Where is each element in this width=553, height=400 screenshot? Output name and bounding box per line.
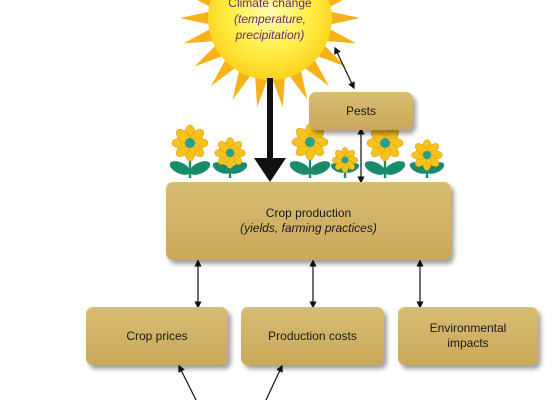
crop-production-box: Crop production (yields, farming practic… [166, 182, 451, 260]
leaf-icon [169, 161, 191, 175]
leaf-icon [289, 161, 311, 175]
sun-ray [180, 11, 213, 25]
sun-ray [327, 11, 360, 25]
flower-icon [364, 124, 406, 178]
crop-prices-box: Crop prices [86, 307, 228, 365]
production-costs-label: Production costs [268, 328, 357, 343]
crop-prices-label: Crop prices [126, 328, 188, 343]
sun-ray [323, 27, 357, 44]
sun-ray [183, 27, 217, 44]
sun-ray [271, 74, 286, 108]
leaf-icon [229, 162, 248, 174]
sun-pests-arrow [334, 46, 355, 90]
leaf-icon [189, 161, 211, 175]
production-costs-box: Production costs [241, 307, 384, 365]
leaf-icon [212, 162, 231, 174]
climate-change-subtitle-line1: (temperature, [233, 12, 307, 26]
pests-box: Pests [309, 92, 413, 130]
climate-change-subtitle-line2: precipitation) [235, 28, 305, 42]
sun-ray [254, 74, 269, 108]
climate-change-title: Climate change [228, 0, 312, 10]
production-costs-down-arrow [265, 364, 283, 400]
climate-change-label: Climate change (temperature, precipitati… [205, 0, 335, 43]
flower-icon [409, 139, 445, 178]
flower-icon [330, 147, 360, 178]
sun-to-crop-arrow [254, 78, 286, 182]
sun-icon [180, 0, 360, 108]
flower-icon [169, 124, 211, 178]
crop-production-title: Crop production [265, 206, 352, 220]
flower-row [169, 123, 445, 178]
flower-icon [289, 123, 331, 178]
crop-prices-down-arrow [178, 364, 197, 400]
environmental-impacts-box: Environmental impacts [398, 307, 538, 365]
environmental-impacts-label-line2: impacts [447, 336, 489, 350]
environmental-impacts-label-line1: Environmental [429, 321, 507, 335]
crop-production-subtitle: (yields, farming practices) [240, 221, 377, 235]
flower-icon [212, 137, 248, 178]
pests-label: Pests [345, 103, 376, 118]
leaf-icon [364, 161, 386, 175]
leaf-icon [384, 161, 406, 175]
leaf-icon [309, 161, 331, 175]
